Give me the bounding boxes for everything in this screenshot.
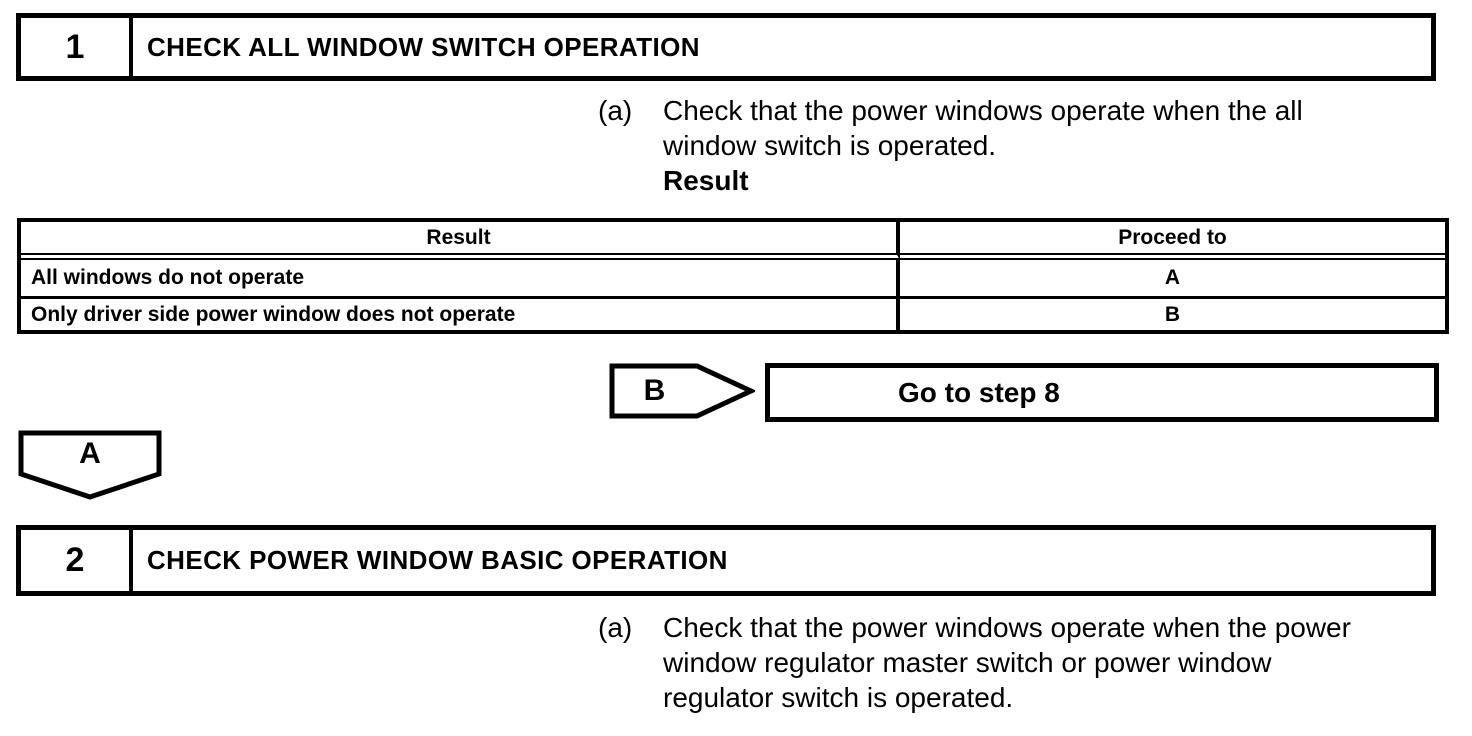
flow-connector-a: A (18, 430, 162, 500)
table-row-proceed-to: A (900, 260, 1445, 299)
step-2-number: 2 (21, 530, 133, 591)
step-1-instruction-text: Check that the power windows operate whe… (663, 95, 1303, 161)
table-row-proceed-to: B (1164, 302, 1181, 326)
step-1-number: 1 (21, 18, 133, 76)
flow-connector-b: B (609, 363, 755, 419)
table-row-result: Only driver side power window does not o… (21, 299, 900, 330)
step-1-item-label: (a) (598, 95, 633, 126)
step-2-instruction: Check that the power windows operate whe… (663, 610, 1351, 715)
step-1-instruction: Check that the power windows operate whe… (663, 93, 1303, 198)
table-row-result: All windows do not operate (21, 260, 900, 299)
right-arrow-pentagon-icon (609, 363, 755, 419)
result-table-header-result: Result (21, 222, 900, 260)
step-2-title: CHECK POWER WINDOW BASIC OPERATION (147, 545, 728, 575)
connector-a-label: A (79, 436, 101, 470)
goto-step-box: Go to step 8 (765, 363, 1439, 422)
step-1-header: 1 CHECK ALL WINDOW SWITCH OPERATION (16, 13, 1436, 81)
result-table: Result Proceed to All windows do not ope… (17, 218, 1449, 334)
step-2-header: 2 CHECK POWER WINDOW BASIC OPERATION (16, 525, 1436, 596)
step-2-item-label: (a) (598, 612, 633, 643)
result-table-header-proceed-to: Proceed to (900, 222, 1445, 260)
step-2-instruction-text: Check that the power windows operate whe… (663, 612, 1351, 713)
step-1-result-heading: Result (663, 165, 749, 196)
down-arrow-pentagon-icon (18, 430, 162, 500)
connector-b-label: B (643, 374, 666, 407)
step-1-title: CHECK ALL WINDOW SWITCH OPERATION (147, 31, 700, 62)
